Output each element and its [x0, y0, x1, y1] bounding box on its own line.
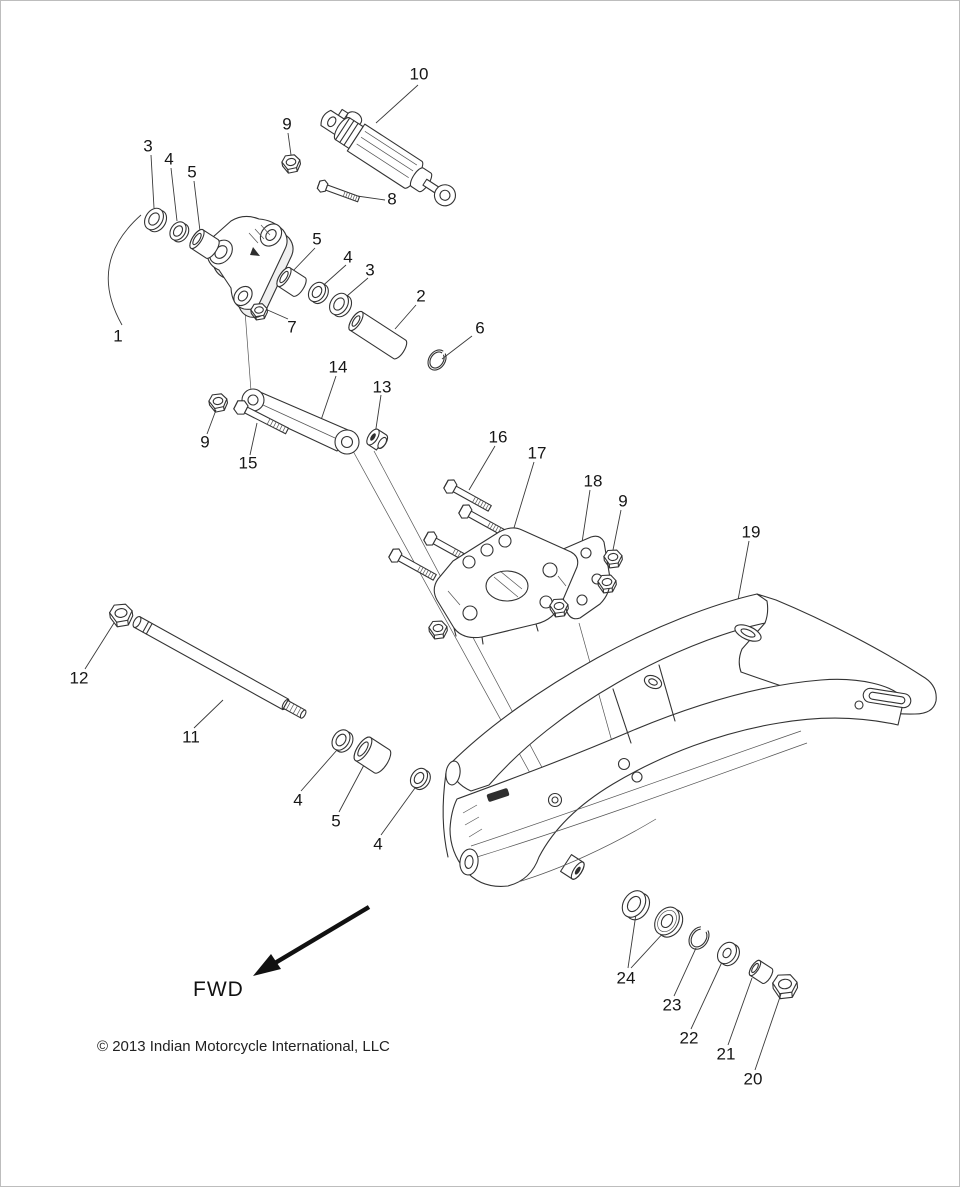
callout-24-27: 24	[616, 968, 636, 988]
callout-4-24: 4	[293, 790, 303, 810]
pivot-bushing-13	[364, 427, 389, 452]
callout-15-16: 15	[238, 453, 258, 473]
fwd-label: FWD	[193, 978, 244, 1001]
callout-22-29: 22	[679, 1028, 699, 1048]
callout-9-1: 9	[282, 114, 292, 134]
callout-9-15: 9	[200, 432, 210, 452]
callout-21-30: 21	[716, 1044, 736, 1064]
spacer-tube-2	[346, 309, 409, 361]
copyright-text: © 2013 Indian Motorcycle International, …	[97, 1038, 390, 1055]
callout-23-28: 23	[662, 995, 682, 1015]
callout-5-6: 5	[312, 229, 322, 249]
fwd-arrow	[253, 907, 369, 976]
callout-2-9: 2	[416, 286, 426, 306]
bracket-17	[434, 528, 578, 644]
callout-19-21: 19	[741, 522, 761, 542]
callout-5-4: 5	[187, 162, 197, 182]
linkage-arm-14	[242, 389, 359, 454]
callout-17-18: 17	[527, 443, 547, 463]
callout-7-12: 7	[287, 317, 297, 337]
callout-4-26: 4	[373, 834, 383, 854]
callout-20-31: 20	[743, 1069, 763, 1089]
callout-8-5: 8	[387, 189, 397, 209]
rocker-arm	[205, 216, 293, 317]
shock-absorber	[315, 99, 466, 215]
callout-3-2: 3	[143, 136, 153, 156]
callout-1-11: 1	[113, 326, 123, 346]
leader-lines	[85, 85, 781, 1070]
callout-5-25: 5	[331, 811, 341, 831]
washer-22	[714, 939, 744, 969]
callout-4-3: 4	[164, 149, 174, 169]
callout-4-7: 4	[343, 247, 353, 267]
callout-13-14: 13	[372, 377, 392, 397]
pivot-axle-11	[131, 615, 307, 720]
callout-10-0: 10	[409, 64, 429, 84]
callout-9-20: 9	[618, 491, 628, 511]
callout-14-13: 14	[328, 357, 348, 377]
callout-3-8: 3	[365, 260, 375, 280]
callout-16-17: 16	[488, 427, 508, 447]
bearing-24b	[650, 902, 688, 941]
callout-11-23: 11	[182, 727, 200, 747]
callout-12-22: 12	[69, 668, 89, 688]
callout-18-19: 18	[583, 471, 603, 491]
swingarm	[443, 594, 936, 886]
callout-6-10: 6	[475, 318, 485, 338]
